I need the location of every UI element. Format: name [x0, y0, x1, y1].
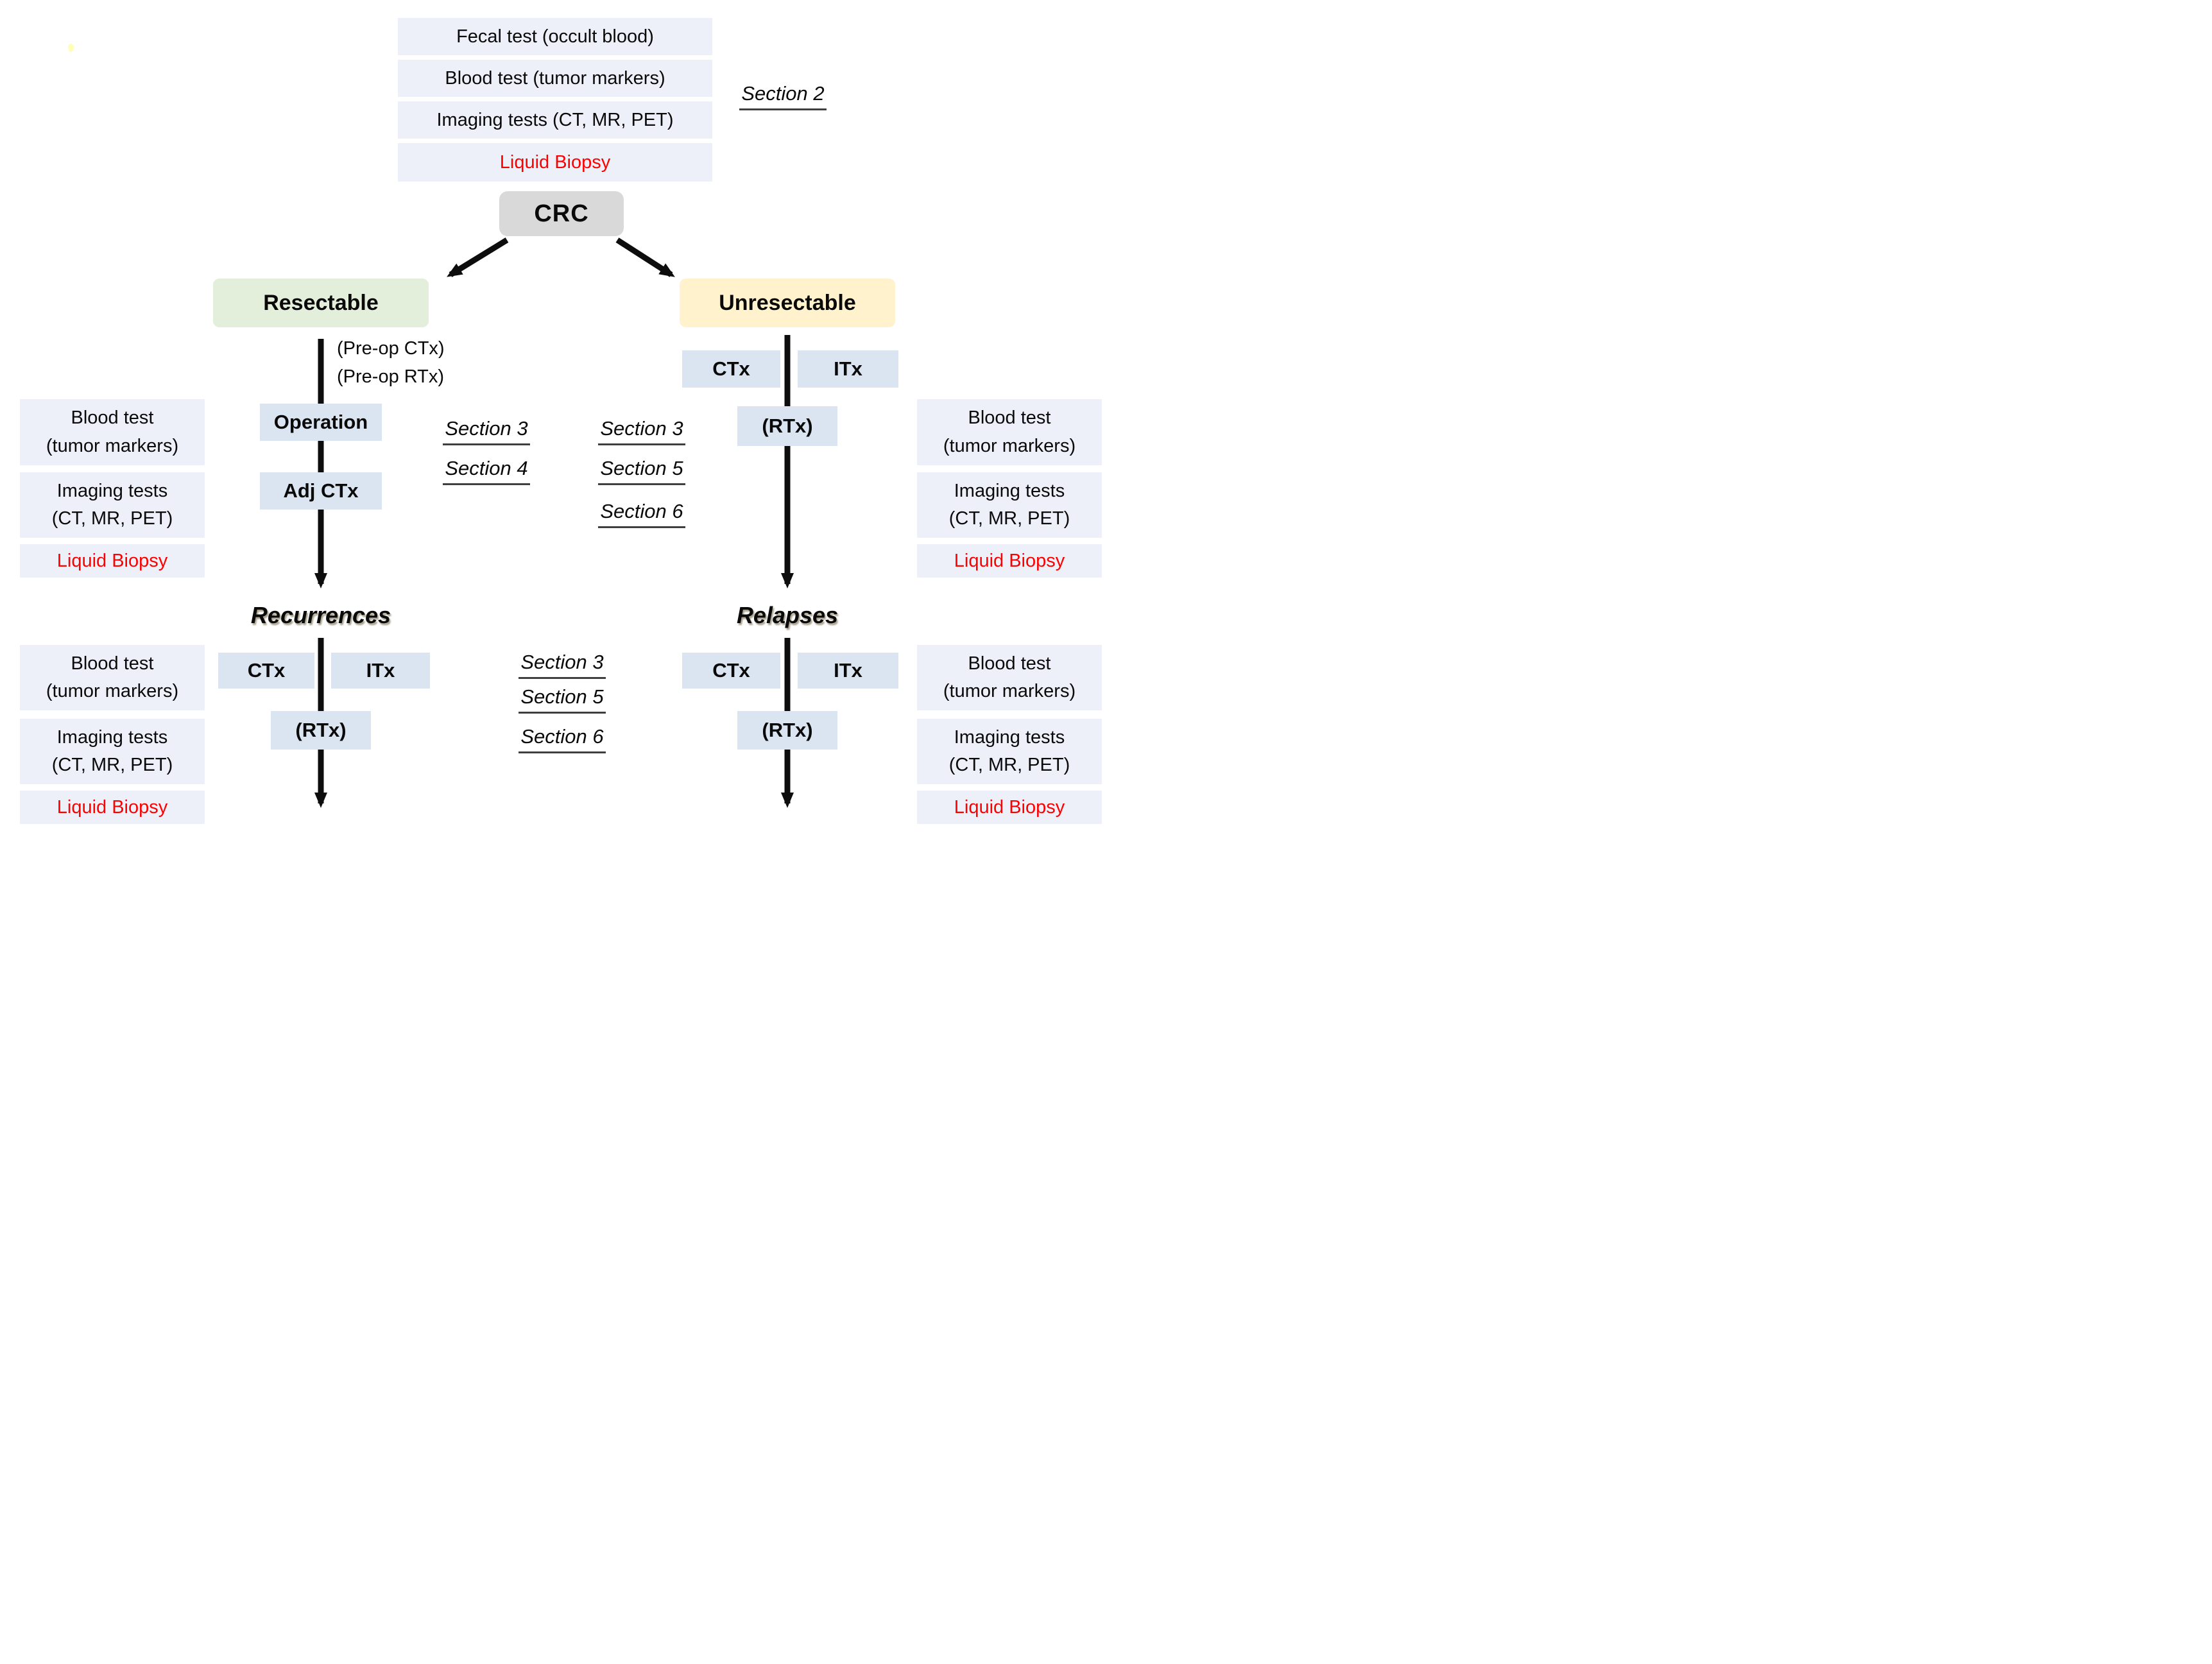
section-label: Section 4 — [443, 457, 530, 485]
section-label: Section 5 — [519, 685, 606, 714]
monitoring-liquid-biopsy-box: Liquid Biopsy — [20, 544, 205, 578]
screening-box-imaging-tests: Imaging tests (CT, MR, PET) — [398, 101, 712, 139]
monitoring-blood-box: Blood test (tumor markers) — [917, 645, 1102, 710]
imaging-tests-line: Imaging tests — [954, 480, 1065, 501]
blood-test-line: Blood test — [71, 653, 154, 674]
section-label: Section 3 — [598, 417, 685, 445]
imaging-tests-line: Imaging tests — [954, 726, 1065, 748]
imaging-modalities-line: (CT, MR, PET) — [948, 508, 1070, 529]
crc-flowchart: Fecal test (occult blood) Blood test (tu… — [0, 0, 1106, 832]
section-label: Section 6 — [598, 500, 685, 528]
monitoring-liquid-biopsy-box: Liquid Biopsy — [20, 791, 205, 824]
section-2-reference: Section 2 — [725, 82, 841, 110]
section-ref-relapse-1: Section 3 — [512, 651, 612, 679]
tumor-markers-line: (tumor markers) — [46, 435, 179, 456]
recurrences-label: Recurrences — [250, 602, 391, 628]
artifact-dot — [68, 44, 74, 52]
preop-rtx-label: (Pre-op RTx) — [337, 366, 445, 387]
relapses-label: Relapses — [736, 602, 839, 628]
monitoring-imaging-box: Imaging tests (CT, MR, PET) — [917, 472, 1102, 538]
rtx-node-relapse: (RTx) — [737, 711, 837, 750]
section-ref-unresectable-3: Section 6 — [592, 500, 692, 528]
arrow-crc-to-resectable — [447, 237, 509, 277]
section-label: Section 6 — [519, 725, 606, 753]
section-ref-relapse-3: Section 6 — [512, 725, 612, 753]
blood-test-line: Blood test — [968, 653, 1051, 674]
monitoring-blood-box: Blood test (tumor markers) — [20, 645, 205, 710]
rtx-node-recurrence: (RTx) — [271, 711, 371, 750]
ctx-node-recurrence: CTx — [218, 653, 314, 689]
itx-node-relapse: ITx — [798, 653, 898, 689]
imaging-modalities-line: (CT, MR, PET) — [948, 755, 1070, 775]
monitoring-blood-box: Blood test (tumor markers) — [917, 399, 1102, 465]
screening-box-fecal-test: Fecal test (occult blood) — [398, 18, 712, 55]
monitoring-liquid-biopsy-box: Liquid Biopsy — [917, 544, 1102, 578]
unresectable-node: Unresectable — [680, 279, 895, 327]
tumor-markers-line: (tumor markers) — [943, 435, 1076, 456]
operation-node: Operation — [260, 404, 382, 441]
screening-box-blood-test: Blood test (tumor markers) — [398, 60, 712, 97]
rtx-node-unresectable: (RTx) — [737, 406, 837, 446]
section-ref-relapse-2: Section 5 — [512, 685, 612, 714]
itx-node-unresectable: ITx — [798, 350, 898, 388]
section-ref-resectable-2: Section 4 — [436, 457, 536, 485]
monitoring-imaging-box: Imaging tests (CT, MR, PET) — [917, 719, 1102, 784]
tumor-markers-line: (tumor markers) — [46, 681, 179, 701]
monitoring-imaging-box: Imaging tests (CT, MR, PET) — [20, 719, 205, 784]
monitoring-liquid-biopsy-box: Liquid Biopsy — [917, 791, 1102, 824]
imaging-modalities-line: (CT, MR, PET) — [51, 508, 173, 529]
imaging-tests-line: Imaging tests — [56, 726, 168, 748]
section-ref-unresectable-2: Section 5 — [592, 457, 692, 485]
monitoring-blood-box: Blood test (tumor markers) — [20, 399, 205, 465]
crc-node: CRC — [499, 191, 624, 236]
arrow-crc-to-unresectable — [615, 237, 675, 277]
ctx-node-unresectable: CTx — [682, 350, 780, 388]
section-ref-resectable-1: Section 3 — [436, 417, 536, 445]
section-2-label: Section 2 — [739, 82, 827, 110]
preop-ctx-label: (Pre-op CTx) — [337, 338, 445, 359]
adj-ctx-node: Adj CTx — [260, 472, 382, 510]
imaging-tests-line: Imaging tests — [56, 480, 168, 501]
screening-box-liquid-biopsy: Liquid Biopsy — [398, 143, 712, 182]
monitoring-imaging-box: Imaging tests (CT, MR, PET) — [20, 472, 205, 538]
section-label: Section 5 — [598, 457, 685, 485]
itx-node-recurrence: ITx — [331, 653, 430, 689]
blood-test-line: Blood test — [71, 407, 154, 428]
ctx-node-relapse: CTx — [682, 653, 780, 689]
blood-test-line: Blood test — [968, 407, 1051, 428]
imaging-modalities-line: (CT, MR, PET) — [51, 755, 173, 775]
section-ref-unresectable-1: Section 3 — [592, 417, 692, 445]
section-label: Section 3 — [519, 651, 606, 679]
tumor-markers-line: (tumor markers) — [943, 681, 1076, 701]
section-label: Section 3 — [443, 417, 530, 445]
resectable-node: Resectable — [213, 279, 429, 327]
